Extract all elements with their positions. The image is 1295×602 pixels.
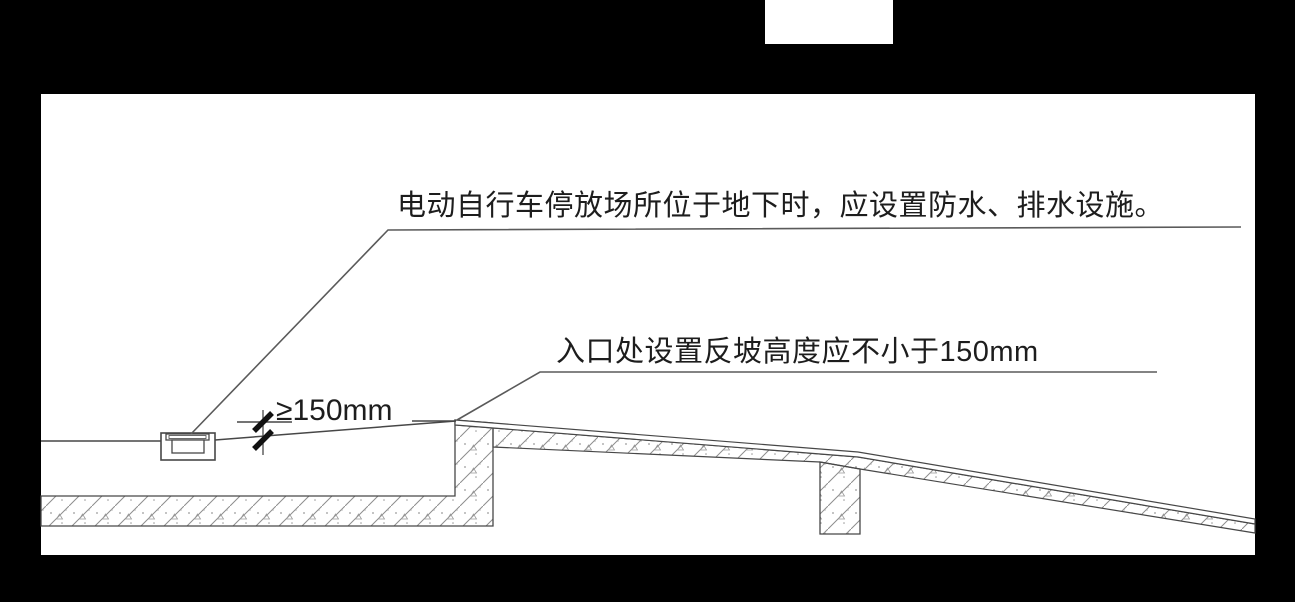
drawing-paper (41, 94, 1255, 555)
annotation-slope-note: 入口处设置反坡高度应不小于150mm (556, 335, 1039, 368)
ramp-surface-finish-line (454, 419, 1256, 525)
dimension-tick-upper (252, 411, 274, 433)
dimension-label: ≥150mm (276, 394, 393, 427)
drain-grate-cover (165, 433, 210, 441)
dimension-150mm (237, 410, 455, 455)
drain-cavity (171, 439, 205, 454)
reverse-slope-line (214, 420, 457, 441)
drain-grate-inner-line (168, 435, 207, 439)
leader-line-slope-note (456, 371, 1157, 421)
annotation-waterproof-note: 电动自行车停放场所位于地下时，应设置防水、排水设施。 (397, 189, 1164, 222)
leader-line-waterproof-note (190, 226, 1242, 435)
top-bar-notch (765, 0, 893, 44)
support-column (819, 461, 861, 535)
dimension-tick-lower (252, 429, 274, 451)
drain-channel (160, 432, 216, 461)
